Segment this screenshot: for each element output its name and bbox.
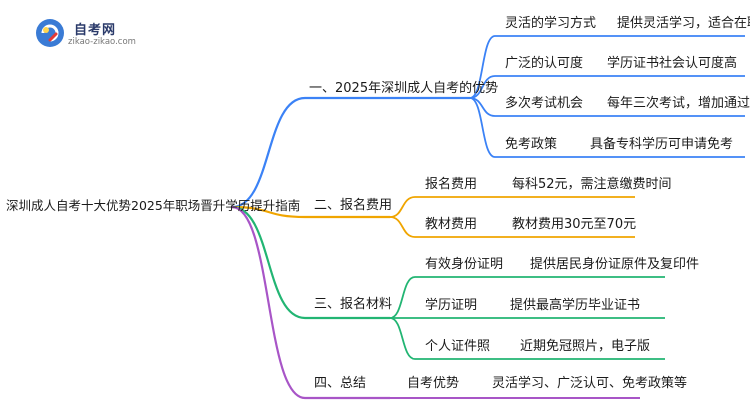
- leaf-recognition-detail: 学历证书社会认可度高: [607, 56, 738, 71]
- site-logo: 自考网 zikao-zikao.com: [34, 17, 138, 51]
- branch-connector: [231, 205, 306, 320]
- leaf-id-proof: 有效身份证明: [425, 257, 504, 272]
- leaf-textbook-fee-detail: 教材费用30元至70元: [512, 217, 637, 232]
- branch-fees-label: 二、报名费用: [314, 198, 393, 213]
- branch-advantages-label: 一、2025年深圳成人自考的优势: [309, 81, 499, 96]
- leaf-exam-chances-detail: 每年三次考试，增加通过机会: [607, 96, 750, 111]
- leaf-exam-chances: 多次考试机会: [505, 96, 584, 111]
- leaf-recognition: 广泛的认可度: [505, 56, 584, 71]
- leaf-connector: [469, 97, 496, 158]
- branch-materials-label: 三、报名材料: [314, 297, 393, 312]
- leaf-flexible-study-detail: 提供灵活学习，适合在职人员: [617, 16, 750, 31]
- leaf-registration-fee: 报名费用: [425, 177, 478, 192]
- leaf-flexible-study: 灵活的学习方式: [505, 16, 597, 31]
- leaf-summary: 自考优势: [407, 376, 460, 391]
- leaf-connector: [389, 317, 416, 360]
- leaf-exemption: 免考政策: [505, 137, 558, 152]
- leaf-registration-fee-detail: 每科52元，需注意缴费时间: [512, 177, 672, 192]
- leaf-connector: [389, 216, 416, 238]
- leaf-connector: [389, 196, 416, 218]
- root-node: 深圳成人自考十大优势2025年职场晋升学历提升指南: [6, 198, 301, 213]
- leaf-degree-proof-detail: 提供最高学历毕业证书: [510, 298, 641, 313]
- branch-connector: [231, 96, 306, 209]
- logo-url: zikao-zikao.com: [68, 37, 136, 47]
- leaf-exemption-detail: 具备专科学历可申请免考: [590, 137, 734, 152]
- logo-icon: [36, 19, 64, 47]
- leaf-connector: [469, 35, 496, 99]
- leaf-id-proof-detail: 提供居民身份证原件及复印件: [530, 257, 700, 272]
- leaf-textbook-fee: 教材费用: [425, 217, 478, 232]
- logo-title: 自考网: [74, 23, 117, 38]
- branch-summary-label: 四、总结: [314, 376, 367, 391]
- leaf-photo: 个人证件照: [425, 339, 491, 354]
- leaf-connector: [389, 276, 416, 319]
- branch-connector: [231, 205, 306, 219]
- leaf-degree-proof: 学历证明: [425, 298, 478, 313]
- branch-connector: [231, 205, 306, 400]
- leaf-photo-detail: 近期免冠照片，电子版: [520, 339, 651, 354]
- leaf-summary-detail: 灵活学习、广泛认可、免考政策等: [492, 376, 688, 391]
- leaf-connector: [469, 75, 496, 99]
